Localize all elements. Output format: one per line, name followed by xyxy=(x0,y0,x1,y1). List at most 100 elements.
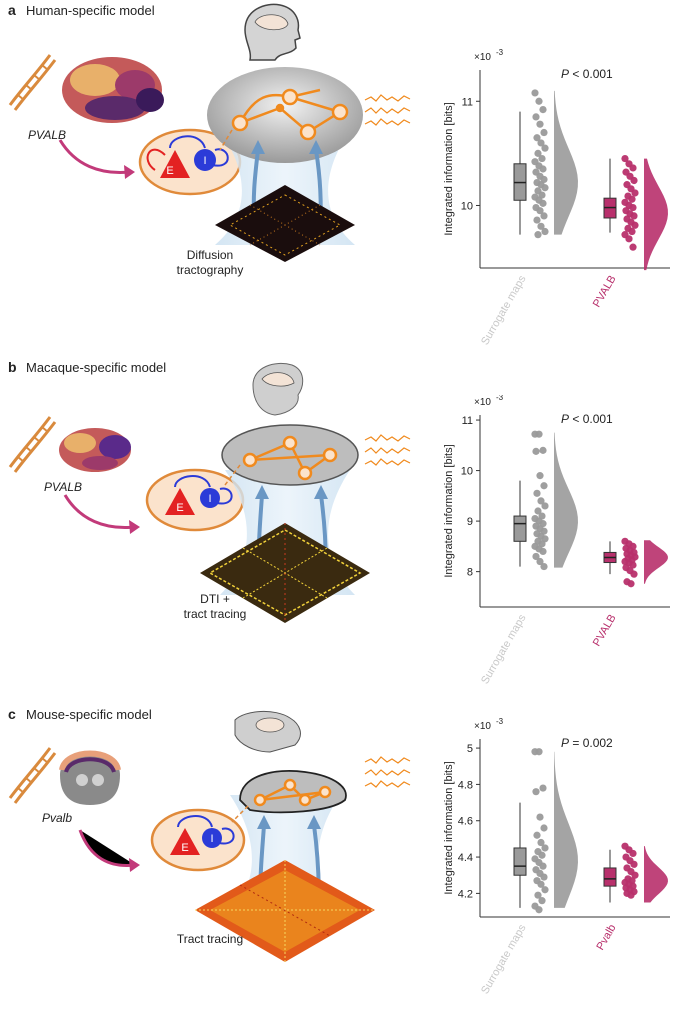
data-point xyxy=(536,120,544,128)
violin-half xyxy=(554,432,578,568)
y-axis-label: Integrated information [bits] xyxy=(443,444,455,577)
data-point xyxy=(541,184,549,192)
data-point xyxy=(630,176,638,185)
y-tick-label: 5 xyxy=(467,743,473,755)
data-point xyxy=(537,497,545,505)
data-point xyxy=(536,472,544,480)
data-point xyxy=(537,838,545,847)
data-point xyxy=(535,748,543,756)
connectivity-matrix xyxy=(200,523,370,623)
y-scale-label: ×10 xyxy=(474,721,491,732)
violin-half xyxy=(644,158,668,271)
activity-traces-icon xyxy=(364,94,411,126)
gene-expression-brain-icon xyxy=(62,57,164,123)
ei-circuit-icon xyxy=(138,128,242,196)
gene-label: PVALB xyxy=(44,480,83,494)
network-nodes xyxy=(253,778,332,807)
data-point xyxy=(539,106,547,114)
network-nodes xyxy=(242,435,338,481)
y-scale-exponent: -3 xyxy=(496,48,504,57)
y-tick-label: 8 xyxy=(467,567,473,579)
excitatory-label: E xyxy=(181,842,188,854)
data-point xyxy=(629,243,637,251)
data-point xyxy=(534,149,542,157)
data-point xyxy=(537,222,545,230)
data-point xyxy=(630,212,638,220)
violin-half xyxy=(644,540,668,584)
y-tick-label: 4.4 xyxy=(458,852,473,864)
y-axis-label: Integrated information [bits] xyxy=(443,102,455,235)
data-point xyxy=(538,897,546,905)
p-value-text: = 0.002 xyxy=(569,736,613,750)
activity-traces-icon xyxy=(364,434,411,466)
excitatory-label: E xyxy=(176,502,183,514)
dna-icon xyxy=(8,747,57,804)
x-category-label: PVALB xyxy=(591,274,619,310)
schematic-mouse: E I xyxy=(8,711,411,962)
data-point xyxy=(539,446,547,454)
data-point xyxy=(541,844,549,852)
data-point xyxy=(540,562,548,571)
dashed-link xyxy=(231,805,249,823)
y-tick-label: 10 xyxy=(461,200,473,212)
inhibitory-label: I xyxy=(208,493,211,505)
data-point xyxy=(535,97,543,105)
x-category-label: Surrogate maps xyxy=(479,273,529,347)
mouse-head-icon xyxy=(234,711,301,753)
p-value-symbol: P xyxy=(561,412,569,426)
data-point xyxy=(540,212,548,220)
excitatory-label: E xyxy=(166,165,173,177)
connectivity-matrix xyxy=(195,860,375,962)
box-iqr xyxy=(513,515,527,542)
data-point xyxy=(628,195,636,203)
p-value-text: < 0.001 xyxy=(569,412,613,426)
data-point xyxy=(539,862,547,870)
macaque-head-icon xyxy=(252,362,304,416)
dna-icon xyxy=(8,54,57,111)
y-tick-label: 4.8 xyxy=(458,779,473,791)
panel-c: c Mouse-specific model xyxy=(0,700,685,1000)
y-tick-label: 4.2 xyxy=(458,888,473,900)
data-point xyxy=(540,482,548,490)
data-point xyxy=(629,561,637,569)
data-point xyxy=(540,128,548,137)
data-point xyxy=(532,447,540,455)
data-point xyxy=(535,906,543,914)
schematic-human: E I xyxy=(8,3,411,262)
data-point xyxy=(631,189,639,197)
human-head-icon xyxy=(244,3,301,61)
mouse-coronal-section-icon xyxy=(59,750,121,805)
method-label-line2: tractography xyxy=(176,263,244,277)
method-label-line1: Tract tracing xyxy=(176,932,244,946)
method-label-line1: DTI + xyxy=(200,592,230,606)
data-point xyxy=(538,851,546,859)
data-point xyxy=(541,886,549,894)
curved-arrow-icon xyxy=(80,830,135,866)
data-point xyxy=(538,154,546,163)
curved-arrow-icon xyxy=(58,139,131,175)
data-point xyxy=(538,191,546,199)
data-point xyxy=(533,489,541,497)
data-point xyxy=(532,113,540,121)
p-value-label: P < 0.001 xyxy=(561,412,613,426)
data-point xyxy=(541,502,549,510)
data-point xyxy=(629,164,637,172)
dashed-link xyxy=(219,129,233,151)
data-point xyxy=(621,154,629,163)
data-point xyxy=(537,880,545,888)
data-point xyxy=(628,227,636,236)
data-point xyxy=(629,849,637,858)
y-scale-label: ×10 xyxy=(474,52,491,63)
box-iqr xyxy=(603,867,617,887)
inhibitory-label: I xyxy=(210,833,213,845)
y-tick-label: 9 xyxy=(467,516,473,528)
schematic-macaque: E I xyxy=(8,362,411,623)
violin-half xyxy=(554,751,578,908)
x-category-label: Surrogate maps xyxy=(479,612,529,686)
data-point xyxy=(535,430,543,438)
sagittal-mouse-brain xyxy=(239,770,347,814)
y-scale-label: ×10 xyxy=(474,397,491,408)
gene-label: PVALB xyxy=(28,128,67,142)
data-point xyxy=(540,175,548,184)
